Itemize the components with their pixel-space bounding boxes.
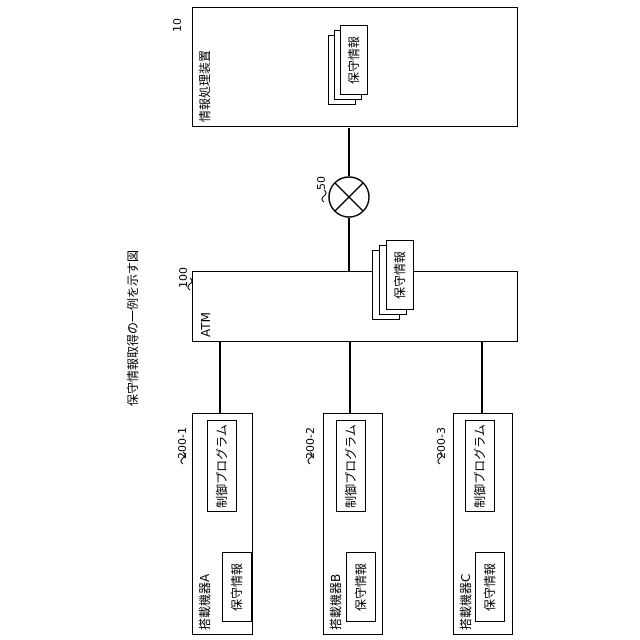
info-doc-label: 保守情報 [347,26,361,94]
device-a-label: 搭載機器A [198,574,212,630]
device-a-program-label: 制御プログラム [215,421,229,511]
device-c-program-label: 制御プログラム [473,421,487,511]
device-a-info: 保守情報 [222,552,252,622]
device-c-program: 制御プログラム [465,420,495,512]
info-processor-ref: 10 [172,18,184,32]
device-c-label: 搭載機器C [459,574,473,630]
atm-ref: 100 [178,267,190,288]
atm-doc-front: 保守情報 [386,240,414,310]
atm-doc-label: 保守情報 [393,241,407,309]
device-c-info-label: 保守情報 [483,553,497,621]
info-processor-label: 情報処理装置 [198,50,212,122]
device-b-label: 搭載機器B [329,574,343,630]
device-b-info-label: 保守情報 [354,553,368,621]
atm-label: ATM [199,312,213,337]
diagram-title: 保守情報取得の一例を示す図 [126,250,140,406]
device-a-program: 制御プログラム [207,420,237,512]
device-b-program: 制御プログラム [336,420,366,512]
device-b-ref: 200-2 [305,427,317,459]
atm-box: ATM [192,271,518,342]
device-b-info: 保守情報 [346,552,376,622]
device-c-info: 保守情報 [475,552,505,622]
device-a-ref: 200-1 [177,427,189,459]
device-c-ref: 200-3 [436,427,448,459]
info-doc-front: 保守情報 [340,25,368,95]
network-ref: 50 [316,176,328,190]
device-b-program-label: 制御プログラム [344,421,358,511]
device-a-info-label: 保守情報 [230,553,244,621]
